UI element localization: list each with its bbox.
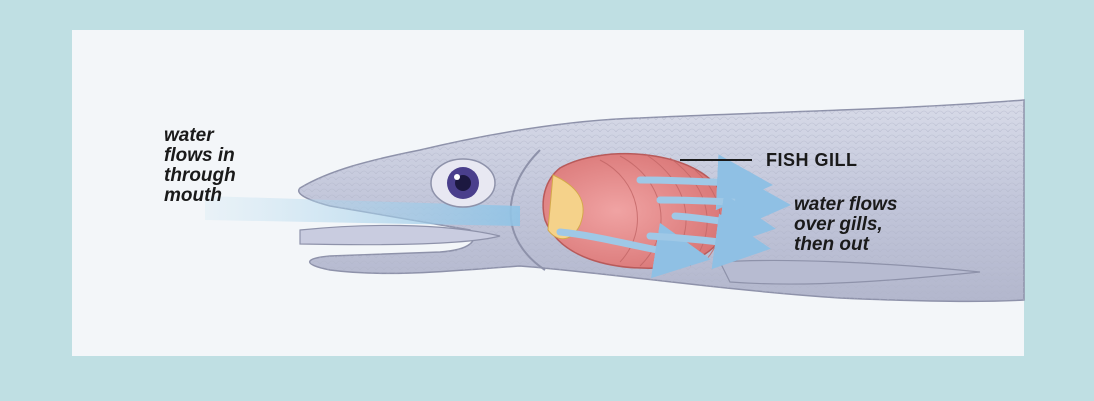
gill-label: FISH GILL: [766, 150, 858, 170]
outflow-label: water flows over gills, then out: [794, 195, 897, 255]
mouth-label: water flows in through mouth: [164, 126, 236, 206]
eye-icon: [431, 159, 495, 207]
